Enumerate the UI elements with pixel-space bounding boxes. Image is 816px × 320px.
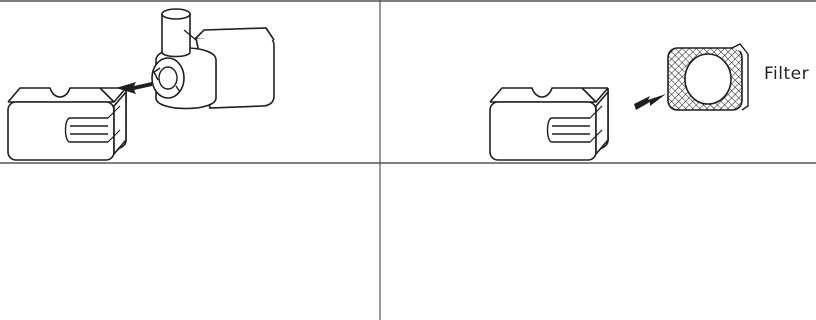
arrow-icon: [634, 94, 666, 110]
panel-remove-filter: [490, 44, 748, 160]
filter-icon: [668, 44, 748, 110]
filter-label: Filter: [764, 64, 809, 84]
cover-icon: [8, 88, 126, 160]
pump-icon: [152, 9, 274, 109]
panel-remove-cover: [8, 9, 274, 160]
cover-icon: [490, 88, 608, 160]
